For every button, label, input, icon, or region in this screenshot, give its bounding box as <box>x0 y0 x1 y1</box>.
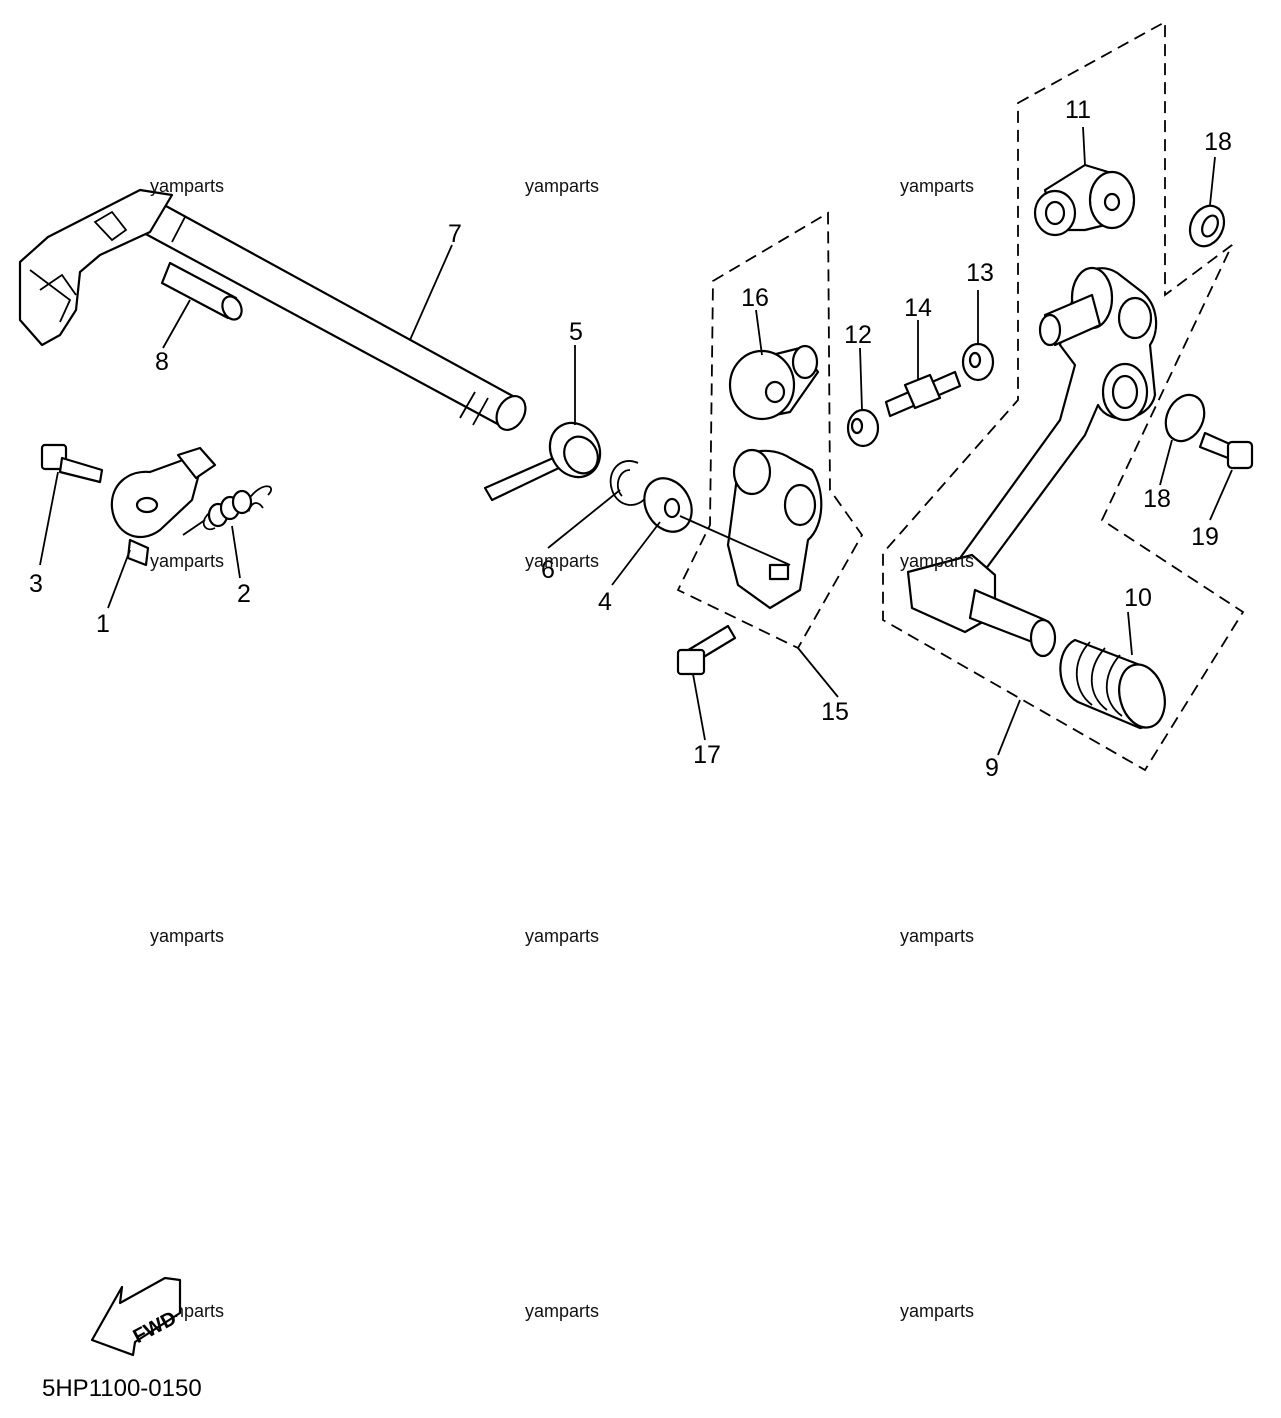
callout-5: 5 <box>569 318 583 346</box>
watermark: yamparts <box>525 176 599 196</box>
part-18-washer-bottom <box>1164 393 1206 443</box>
group-outline-15 <box>676 211 864 650</box>
callout-18-top: 18 <box>1204 128 1232 156</box>
part-9-shift-pedal <box>906 266 1158 658</box>
part-17-bolt <box>676 624 737 676</box>
part-19-bolt <box>1198 431 1254 470</box>
callout-7: 7 <box>448 220 462 248</box>
part-8-pin <box>160 261 243 321</box>
callout-13: 13 <box>966 259 994 287</box>
part-12-nut <box>846 408 880 448</box>
watermark: yamparts <box>900 551 974 571</box>
watermark: yamparts <box>150 551 224 571</box>
callout-10: 10 <box>1124 584 1152 612</box>
group-outline-9 <box>882 20 1245 772</box>
part-3-bolt <box>40 443 104 484</box>
watermark: yamparts <box>525 1301 599 1321</box>
watermark: yamparts <box>150 176 224 196</box>
part-7-shift-shaft <box>18 188 527 431</box>
callout-12: 12 <box>844 321 872 349</box>
callout-4: 4 <box>598 588 612 616</box>
callout-3: 3 <box>29 570 43 598</box>
part-13-nut <box>961 342 995 382</box>
part-2-spring <box>182 485 272 536</box>
part-6-circlip <box>609 460 649 506</box>
watermark: yamparts <box>525 926 599 946</box>
part-15-shift-arm <box>679 448 823 610</box>
watermark: yamparts <box>900 926 974 946</box>
callout-15: 15 <box>821 698 849 726</box>
callout-1: 1 <box>96 610 110 638</box>
watermark: yamparts <box>150 926 224 946</box>
part-1-stopper-lever <box>110 446 217 567</box>
watermark: yamparts <box>900 1301 974 1321</box>
callout-6: 6 <box>541 556 555 584</box>
part-10-pedal-rubber <box>1059 638 1166 730</box>
watermark: yamparts <box>900 176 974 196</box>
callout-9: 9 <box>985 754 999 782</box>
diagram-code: 5HP1100-0150 <box>42 1375 202 1402</box>
leader-lines <box>39 126 1233 756</box>
fwd-arrow-icon: FWD <box>90 1276 182 1357</box>
callout-16: 16 <box>741 284 769 312</box>
part-5-torsion-spring <box>483 421 602 502</box>
watermark: yamparts <box>525 551 599 571</box>
callout-19: 19 <box>1191 523 1219 551</box>
part-14-adjuster <box>884 370 962 418</box>
part-4-washer <box>643 477 693 533</box>
part-16-rod-end <box>728 344 820 421</box>
callout-2: 2 <box>237 580 251 608</box>
callout-11: 11 <box>1065 96 1091 124</box>
callout-8: 8 <box>155 348 169 376</box>
callout-14: 14 <box>904 294 932 322</box>
callout-18-bottom: 18 <box>1143 485 1171 513</box>
part-18-washer-top <box>1188 204 1226 248</box>
callout-17: 17 <box>693 741 721 769</box>
part-11-rod-end <box>1033 163 1136 237</box>
